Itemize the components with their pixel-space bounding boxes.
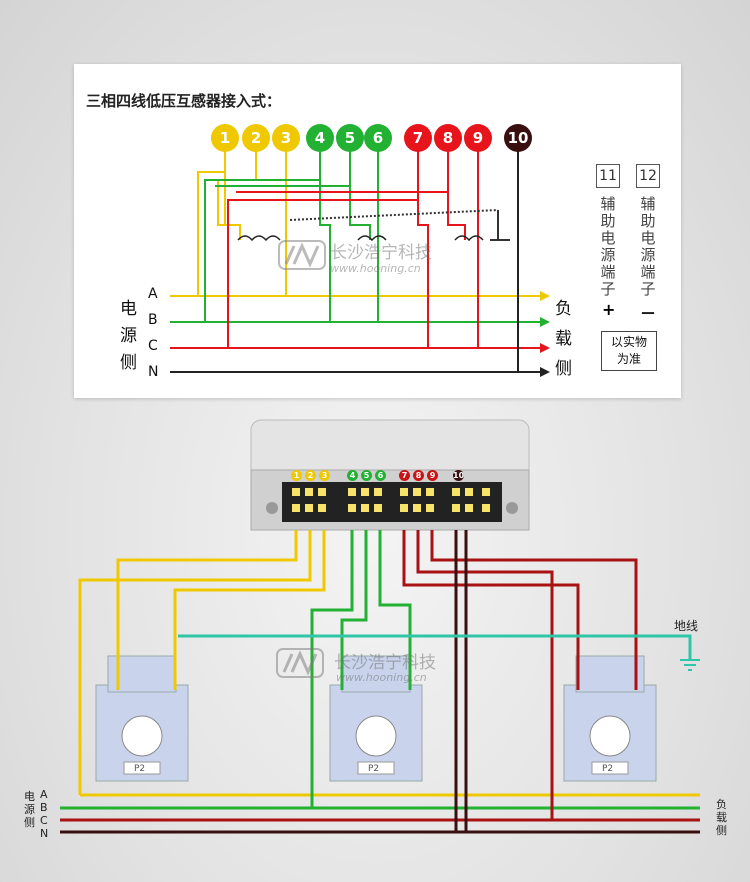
aux-text-12: 辅助电源端子 <box>640 195 656 298</box>
meter-terminal-5: 5 <box>361 470 372 481</box>
aux-sign-minus: － <box>640 304 657 323</box>
terminal-1: 1 <box>211 124 239 152</box>
source-label-2: 源 <box>120 326 137 346</box>
bottom-phase-a: A <box>40 788 48 801</box>
note-line-2: 为准 <box>616 352 641 366</box>
note-box: 以实物 为准 <box>601 331 657 371</box>
terminal-6: 6 <box>364 124 392 152</box>
terminal-3: 3 <box>272 124 300 152</box>
meter-terminal-4: 4 <box>347 470 358 481</box>
terminal-2: 2 <box>242 124 270 152</box>
meter-terminal-9: 9 <box>427 470 438 481</box>
ct-label-1: P2 <box>134 764 146 774</box>
bottom-phase-n: N <box>40 827 49 840</box>
bottom-phase-c: C <box>40 814 48 827</box>
watermark-logo-top <box>278 240 326 270</box>
aux-terminal-11: 11 <box>596 164 620 188</box>
bottom-load-3: 侧 <box>716 824 727 837</box>
note-line-1: 以实物 <box>610 335 647 349</box>
source-label-1: 电 <box>120 299 137 319</box>
bottom-source-2: 源 <box>24 803 35 816</box>
meter-terminal-10: 10 <box>453 470 465 481</box>
aux-terminal-12: 12 <box>636 164 660 188</box>
terminal-8: 8 <box>434 124 462 152</box>
source-label-3: 侧 <box>120 353 137 373</box>
schematic-title: 三相四线低压互感器接入式： <box>86 92 282 110</box>
meter-terminal-1: 1 <box>291 470 302 481</box>
meter-terminal-3: 3 <box>319 470 330 481</box>
watermark-logo-bottom <box>276 648 324 678</box>
meter-terminal-7: 7 <box>399 470 410 481</box>
watermark-url-bottom: www.hooning.cn <box>336 671 427 684</box>
terminal-9: 9 <box>464 124 492 152</box>
watermark-company-bottom: 长沙浩宁科技 <box>334 653 436 673</box>
bottom-load-2: 载 <box>716 811 727 824</box>
aux-text-11: 辅助电源端子 <box>600 195 616 298</box>
bottom-phase-b: B <box>40 801 48 814</box>
terminal-4: 4 <box>306 124 334 152</box>
load-label-3: 侧 <box>555 359 572 379</box>
meter-terminal-2: 2 <box>305 470 316 481</box>
meter-terminal-8: 8 <box>413 470 424 481</box>
bottom-load-1: 负 <box>716 798 727 811</box>
phase-a-label: A <box>148 286 158 302</box>
phase-b-label: B <box>148 312 158 328</box>
terminal-10: 10 <box>504 124 532 152</box>
wiring-illustration <box>60 419 700 834</box>
watermark-url-top: www.hooning.cn <box>330 262 421 275</box>
phase-n-label: N <box>148 364 159 380</box>
meter-terminal-6: 6 <box>375 470 386 481</box>
terminal-5: 5 <box>336 124 364 152</box>
phase-c-label: C <box>148 338 158 354</box>
bottom-source-3: 侧 <box>24 816 35 829</box>
ct-label-2: P2 <box>368 764 380 774</box>
terminal-7: 7 <box>404 124 432 152</box>
load-label-1: 负 <box>555 299 572 319</box>
ground-label: 地线 <box>674 619 699 633</box>
aux-sign-plus: + <box>602 300 616 319</box>
load-label-2: 载 <box>555 329 572 349</box>
watermark-company-top: 长沙浩宁科技 <box>330 243 432 263</box>
schematic-wires <box>170 150 550 377</box>
bottom-source-1: 电 <box>24 790 35 803</box>
ct-label-3: P2 <box>602 764 614 774</box>
